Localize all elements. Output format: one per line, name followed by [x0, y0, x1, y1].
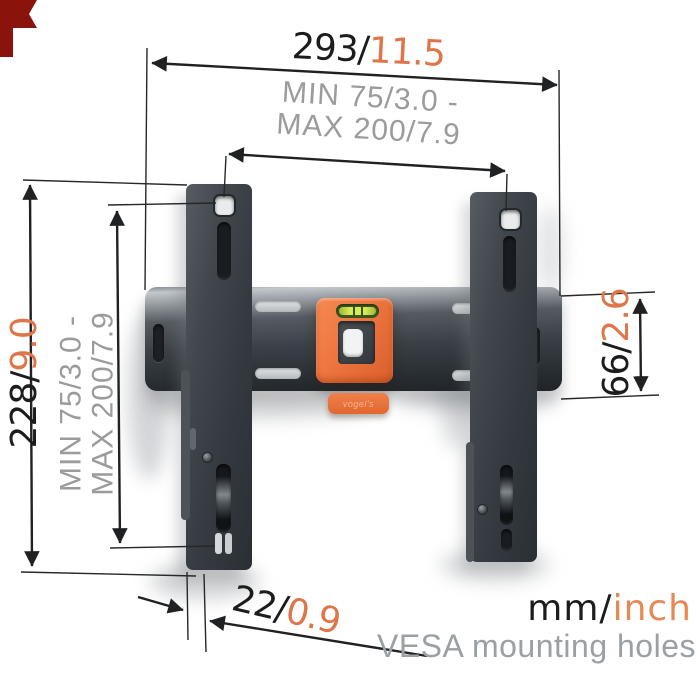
mm-label: mm/: [527, 588, 613, 629]
brand-tab-label: vogel's: [342, 398, 375, 409]
orange-lock-hub: vogel's: [316, 298, 393, 414]
extension-line: [505, 173, 508, 212]
units-legend: mm/inch: [527, 588, 692, 629]
extension-line: [560, 291, 656, 297]
rail-flange: [181, 370, 190, 520]
rail-slot: [503, 236, 516, 292]
vesa-vertical-label: MIN 75/3.0 - MAX 200/7.9: [54, 249, 120, 559]
inch-label: inch: [612, 588, 692, 629]
extension-line: [107, 202, 217, 206]
depth-leader-left: [137, 595, 184, 614]
tv-rail-left: [181, 184, 252, 570]
vesa-hole-bottom-left: [225, 533, 232, 554]
depth-leader-right: [209, 615, 428, 658]
vesa-caption: VESA mounting holes: [376, 628, 696, 664]
fixing-screw: [202, 452, 213, 463]
width-inch-value: 11.5: [367, 30, 446, 75]
vogels-logo-icon: [0, 0, 37, 57]
extension-line: [203, 573, 207, 653]
height-dimension-line: [22, 184, 40, 567]
vesa-v-line1: MIN 75/3.0 -: [54, 314, 88, 493]
endcap-dimension-line: [632, 298, 649, 392]
extension-line: [22, 179, 188, 186]
vesa-h-dimension-line: [228, 147, 506, 178]
wall-plate-end-slot: [153, 324, 164, 362]
vesa-v-line2: MAX 200/7.9: [86, 311, 119, 496]
extension-line: [186, 571, 189, 641]
tv-rail-right: [466, 192, 537, 562]
vesa-hole-bottom-right: [501, 529, 512, 551]
fixing-screw: [477, 504, 488, 515]
vesa-v-dimension-line: [109, 210, 128, 544]
spirit-level: [336, 304, 379, 318]
vesa-hole-top-left: [215, 196, 234, 215]
rail-slot: [216, 464, 231, 532]
endcap-dimension-label: 66/2.6: [596, 278, 638, 408]
wall-plate-slot: [255, 301, 301, 312]
endcap-inch-value: 2.6: [596, 288, 638, 343]
spirit-level-glass: [339, 307, 376, 315]
height-mm-value: 228/: [4, 371, 46, 449]
wall-plate-slot: [255, 368, 301, 379]
extension-line: [144, 47, 148, 291]
extension-line: [109, 545, 216, 549]
vesa-hole-top-right: [501, 210, 520, 229]
spirit-level-tick: [361, 307, 363, 315]
width-dimension-label: 293/11.5: [290, 26, 446, 75]
extension-line: [560, 394, 660, 400]
width-dimension-line: [151, 56, 558, 92]
rail-side-slot: [190, 428, 196, 450]
endcap-mm-value: 66/: [596, 342, 638, 398]
spirit-level-tick: [353, 307, 355, 315]
width-mm-value: 293/: [290, 26, 370, 71]
rail-slot: [500, 465, 513, 525]
vesa-horizontal-label: MIN 75/3.0 - MAX 200/7.9: [250, 75, 488, 152]
extension-line: [20, 571, 197, 577]
height-inch-value: 9.0: [4, 317, 46, 372]
rail-slot: [217, 222, 231, 280]
extension-line: [558, 69, 561, 297]
brand-tab: vogel's: [328, 393, 389, 414]
extension-line: [223, 155, 227, 198]
hub-recess: [338, 321, 375, 364]
lock-button-hole: [343, 329, 363, 357]
vesa-hole-bottom-left: [215, 533, 222, 554]
height-dimension-label: 228/9.0: [4, 298, 46, 468]
rail-flange: [466, 442, 474, 562]
